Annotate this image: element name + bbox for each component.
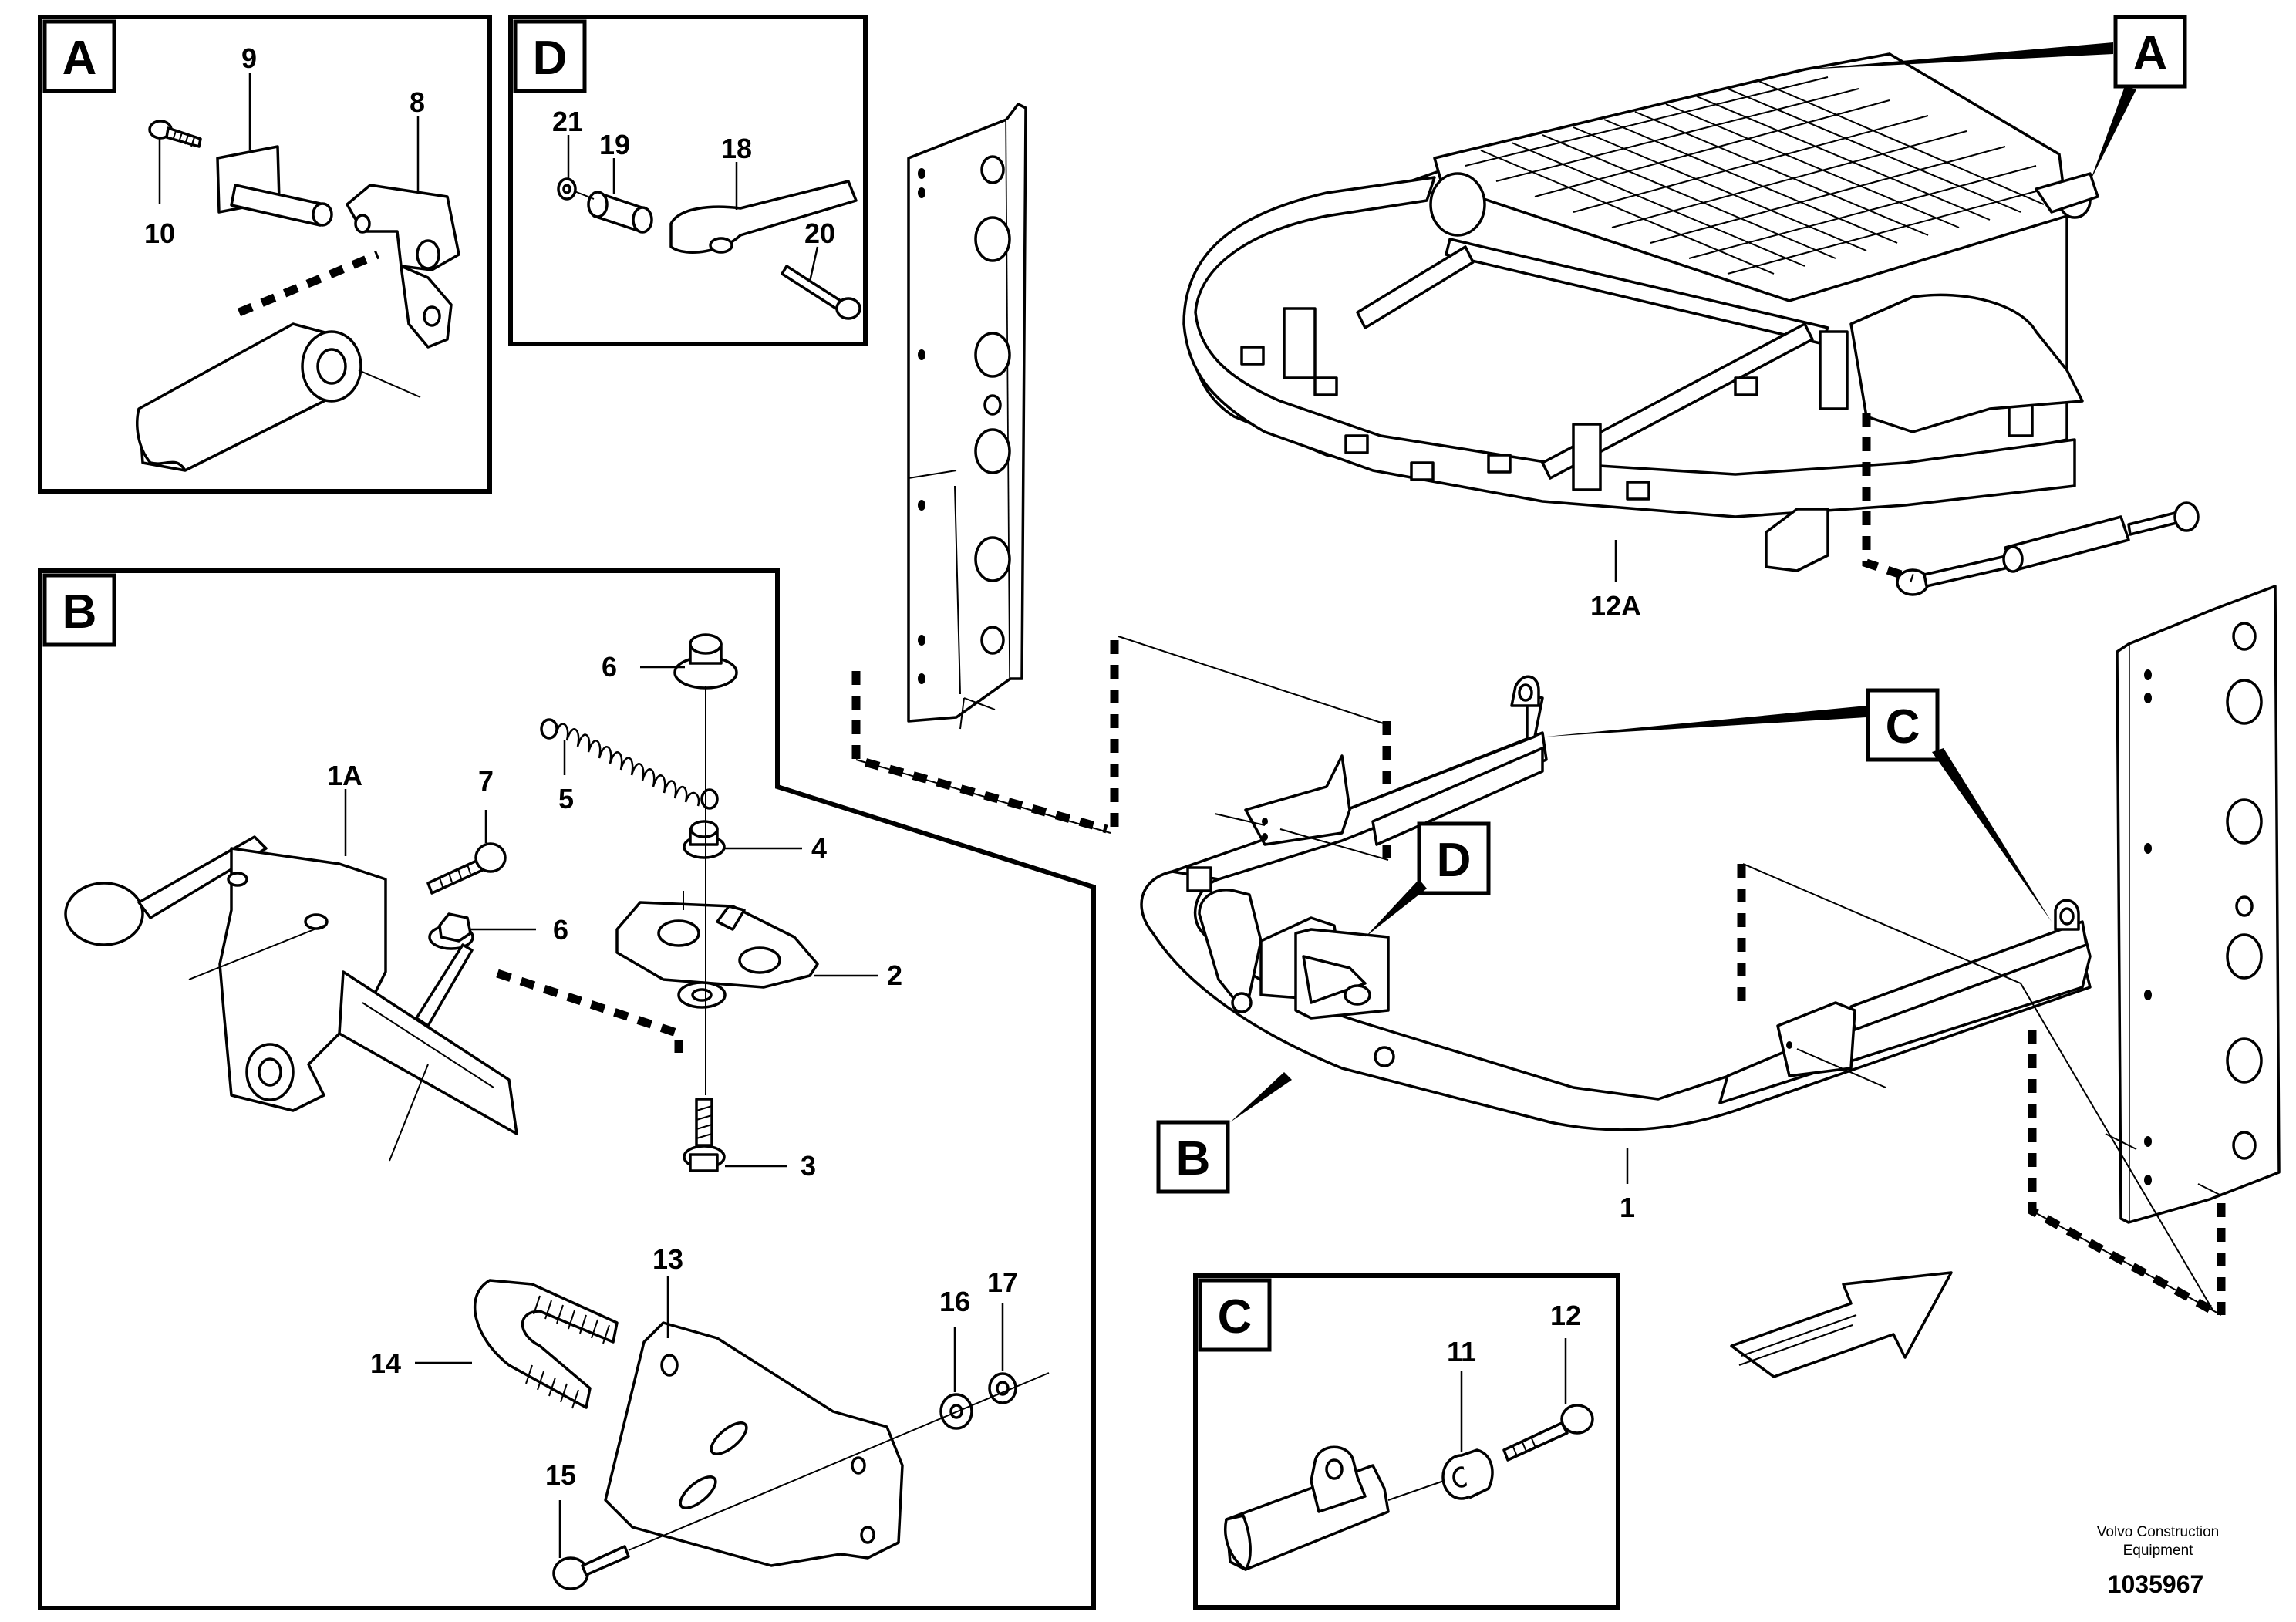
panel-c-letter: C [1218, 1290, 1253, 1344]
bolt-15 [552, 1545, 630, 1590]
strap-18 [669, 180, 858, 254]
bolt-20 [781, 265, 861, 320]
callout-15: 15 [545, 1459, 576, 1491]
callout-21: 21 [552, 106, 583, 137]
tube-end-a [136, 322, 421, 472]
callout-10: 10 [144, 218, 175, 249]
callout-1a: 1A [327, 760, 362, 791]
detail-panel-b: B [38, 568, 1096, 1610]
ref-b-label: B [1176, 1132, 1211, 1185]
ref-c-box [1866, 688, 1940, 762]
callout-4: 4 [811, 832, 827, 864]
callout-5: 5 [558, 783, 574, 814]
seat-frame-12a [1182, 52, 2200, 596]
flange-nut-6-top [673, 633, 738, 690]
gas-spring [1896, 501, 2200, 596]
callout-19: 19 [599, 129, 630, 160]
panel-a-frame [38, 15, 492, 494]
nut-4 [683, 820, 726, 859]
tube-end-c [1224, 1445, 1390, 1571]
panel-b-letter: B [62, 585, 97, 639]
panel-d-letter: D [533, 32, 568, 85]
callout-16: 16 [939, 1286, 970, 1317]
bracket-8 [346, 184, 460, 349]
seat-grid [1465, 76, 2060, 275]
callout-1: 1 [1620, 1192, 1635, 1223]
company-name-line2: Equipment [2123, 1543, 2194, 1559]
ref-b-box [1156, 1120, 1230, 1194]
detail-panel-d: D 21 19 18 20 [508, 15, 868, 346]
panel-d-frame [508, 15, 868, 346]
callout-17: 17 [987, 1266, 1018, 1298]
side-rail-left [907, 103, 1027, 723]
callout-7: 7 [478, 765, 494, 797]
washer-21 [557, 177, 577, 201]
callout-6-top: 6 [602, 651, 617, 683]
callout-8: 8 [410, 86, 425, 118]
callout-14: 14 [370, 1347, 401, 1379]
panel-a-letter: A [62, 32, 97, 85]
drawing-number: 1035967 [2108, 1570, 2204, 1598]
bushing-11 [1441, 1448, 1494, 1500]
lever-1a [64, 835, 518, 1162]
callout-6-left: 6 [553, 914, 568, 946]
callout-20: 20 [804, 218, 835, 249]
bolt-3 [683, 1098, 726, 1172]
base-frame-1 [1140, 675, 2226, 1316]
ref-a-label: A [2133, 27, 2168, 80]
callout-3: 3 [801, 1150, 816, 1182]
callout-18: 18 [721, 133, 752, 164]
ref-c-label: C [1886, 700, 1920, 754]
company-name-line1: Volvo Construction [2097, 1524, 2219, 1540]
panel-c-frame [1193, 1273, 1620, 1610]
u-bolt-14 [473, 1279, 619, 1409]
ref-d-box [1417, 821, 1491, 895]
ref-a-box [2113, 15, 2187, 89]
side-rail-right [2105, 585, 2281, 1224]
bolt-12 [1502, 1404, 1594, 1462]
flange-nut-6-left [415, 912, 474, 1027]
callout-12a: 12A [1590, 590, 1641, 622]
callout-12: 12 [1550, 1300, 1581, 1331]
callout-13: 13 [652, 1243, 683, 1275]
direction-arrow-icon [1730, 1271, 1953, 1378]
title-block: Volvo Construction Equipment 1035967 [2097, 1524, 2219, 1598]
main-assembly: A C D B 12A 1 [851, 15, 2281, 1378]
callout-11: 11 [1447, 1336, 1476, 1367]
bolt-7 [426, 842, 507, 895]
panel-b-frame [38, 568, 1096, 1610]
ref-d-label: D [1437, 834, 1472, 887]
detail-panel-a: A 9 [38, 15, 492, 494]
callout-2: 2 [887, 959, 902, 991]
bracket-13 [604, 1321, 904, 1567]
detail-panel-c: C 11 12 [1193, 1273, 1620, 1610]
latch-plate-2 [615, 901, 819, 1009]
callout-9: 9 [241, 42, 257, 74]
bolt-10 [148, 120, 202, 148]
pin-9 [216, 145, 333, 227]
spacer-19 [587, 191, 653, 234]
